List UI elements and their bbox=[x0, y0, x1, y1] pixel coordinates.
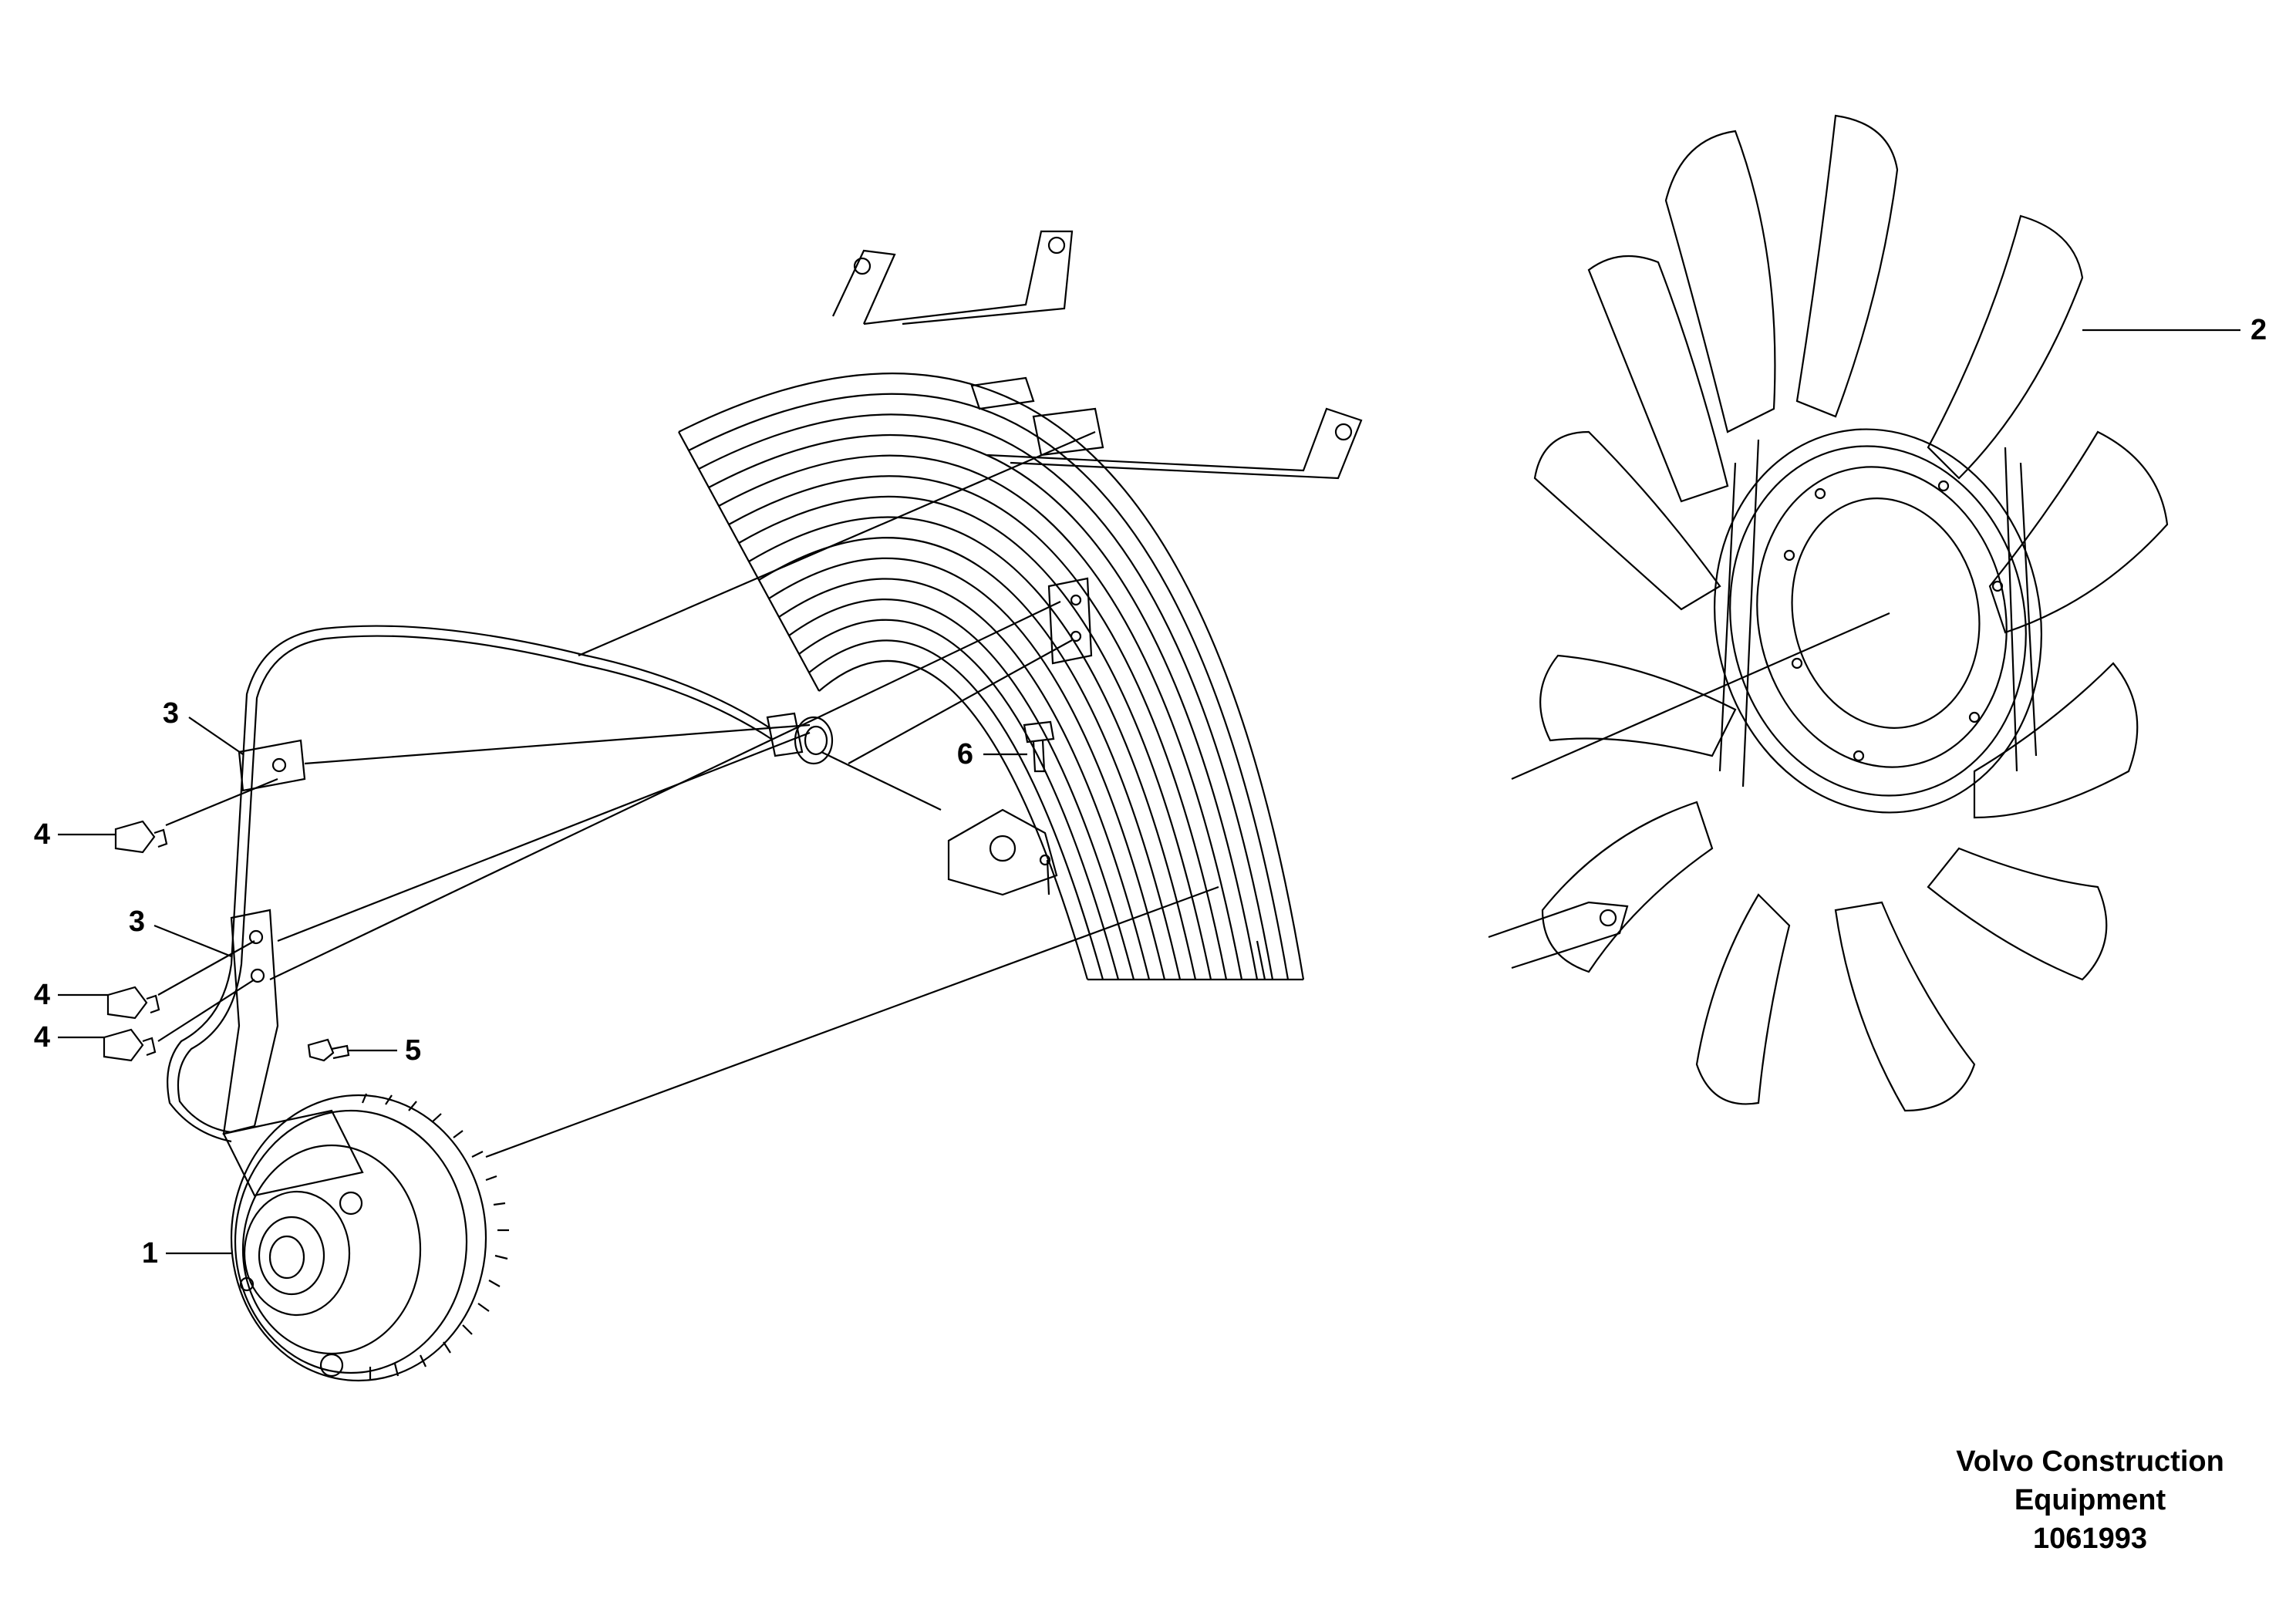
callout-2: 2 bbox=[2250, 314, 2267, 346]
caption-line-1: Volvo Construction bbox=[1956, 1445, 2224, 1478]
publisher-caption: Volvo Construction Equipment 1061993 bbox=[1913, 1442, 2267, 1558]
cooling-fan bbox=[1533, 114, 2169, 1112]
fasteners bbox=[103, 720, 1055, 1062]
callout-3a: 3 bbox=[163, 697, 179, 730]
leader-3a bbox=[188, 717, 244, 755]
callout-3b: 3 bbox=[129, 905, 145, 938]
callout-4a: 4 bbox=[34, 818, 50, 851]
leader-3b bbox=[153, 924, 232, 958]
callout-4c: 4 bbox=[34, 1021, 50, 1054]
caption-line-2: Equipment bbox=[2014, 1484, 2166, 1516]
fan-shroud bbox=[678, 230, 1629, 981]
callout-4b: 4 bbox=[34, 979, 50, 1011]
callout-5: 5 bbox=[405, 1034, 421, 1067]
caption-line-3: 1061993 bbox=[2033, 1523, 2147, 1555]
assembly-lines bbox=[58, 329, 2240, 1255]
callout-1: 1 bbox=[142, 1237, 158, 1270]
callout-6: 6 bbox=[957, 738, 973, 771]
sensor-harness bbox=[167, 625, 1058, 1143]
fan-clutch bbox=[222, 1093, 509, 1382]
